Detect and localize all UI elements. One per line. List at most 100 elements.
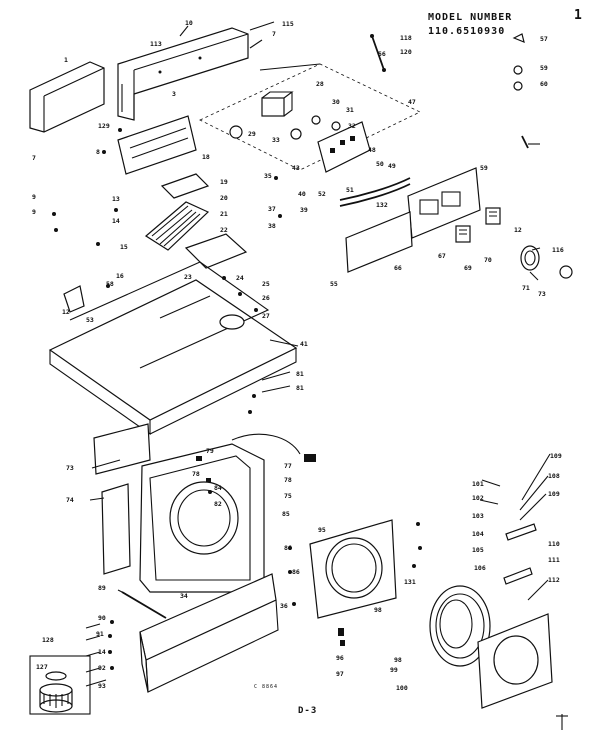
page-corner-mark: 1 [574,8,583,23]
part-label: 32 [348,122,356,130]
part-label: 89 [98,584,106,592]
part-label: 116 [552,246,564,254]
part-label: 112 [548,576,560,584]
part-label: 96 [336,654,344,662]
part-label: 90 [98,614,106,622]
scattered-fasteners [52,128,292,574]
part-label: 41 [300,340,308,348]
part-label: 109 [550,452,562,460]
part-label: 110 [548,540,560,548]
part-label: 59 [540,64,548,72]
part-label: 21 [220,210,228,218]
control-knobs [229,115,341,140]
part-label: 77 [284,462,292,470]
part-label: 1 [64,56,68,64]
part-label: 7 [272,30,276,38]
footer-small-code: C 8864 [254,684,279,690]
part-label: 52 [318,190,326,198]
part-label: 30 [332,98,340,106]
part-label: 59 [480,164,488,172]
hinge-bracket [63,285,85,313]
part-label: 85 [282,510,290,518]
part-label: 66 [394,264,402,272]
backsplash-end-cap [29,61,105,133]
part-label: 33 [272,136,280,144]
toe-kick-panel [139,573,279,693]
part-label: 108 [548,472,560,480]
cabinet-side-panel-left [93,423,151,475]
part-label: 73 [66,464,74,472]
part-label: 7 [32,154,36,162]
part-label: 10 [185,19,193,27]
part-label: 99 [390,666,398,674]
part-label: 58 [106,280,114,288]
part-label: 129 [98,122,110,130]
right-knob-assembly [520,245,573,279]
filter-cover-plate [160,173,210,199]
part-label: 27 [262,312,270,320]
part-label: 105 [472,546,484,554]
part-label: 132 [376,201,388,209]
part-label: 37 [268,205,276,213]
part-label: 104 [472,530,484,538]
timer-motor [261,91,294,117]
part-label: 26 [262,294,270,302]
part-label: 81 [296,384,304,392]
part-label: 71 [522,284,530,292]
part-label: 36 [280,602,288,610]
top-cover [48,261,298,436]
part-label: 9 [32,208,36,216]
part-label: 53 [86,316,94,324]
part-label: 109 [548,490,560,498]
part-label: 24 [236,274,244,282]
door-hinge-parts [288,546,345,646]
control-panel-face [117,115,197,175]
right-side-buttons [455,207,501,243]
part-label: 39 [300,206,308,214]
part-label: 19 [220,178,228,186]
part-label: 93 [98,682,106,690]
part-label: 38 [268,222,276,230]
part-label: 127 [36,663,48,671]
part-label: 22 [220,226,228,234]
part-label: 16 [116,272,124,280]
part-label: 50 [376,160,384,168]
part-number-labels: 10 115 113 7 1 3 129 7 8 18 19 20 21 22 … [32,19,564,692]
part-label: 95 [318,526,326,534]
toe-kick-bracket [117,589,167,619]
part-label: 9 [32,193,36,201]
part-label: 79 [206,447,214,455]
part-label: 81 [296,370,304,378]
door-handle-assembly [412,522,537,585]
switch-panel [317,121,371,173]
part-label: 8 [96,148,100,156]
part-label: 128 [42,636,54,644]
door-glass [429,585,491,667]
lint-guide-plate [184,233,248,269]
part-label: 40 [298,190,306,198]
part-label: 118 [400,34,412,42]
part-label: 86 [292,568,300,576]
part-label: 69 [464,264,472,272]
part-label: 102 [472,494,484,502]
part-label: 3 [172,90,176,98]
part-label: 34 [180,592,188,600]
part-label: 75 [284,492,292,500]
control-console-bracket [199,63,421,171]
part-label: 103 [472,512,484,520]
part-label: 31 [346,106,354,114]
part-label: 78 [284,476,292,484]
part-label: 43 [292,164,300,172]
part-label: 49 [388,162,396,170]
part-label: 29 [248,130,256,138]
door-latch-parts [196,433,316,494]
part-label: 18 [202,153,210,161]
lower-panel-strip [345,211,413,273]
part-label: 84 [214,484,222,492]
outer-door-panel [477,613,553,709]
part-label: 67 [438,252,446,260]
lint-filter-screen [144,201,210,251]
part-label: 48 [368,146,376,154]
part-label: 28 [316,80,324,88]
